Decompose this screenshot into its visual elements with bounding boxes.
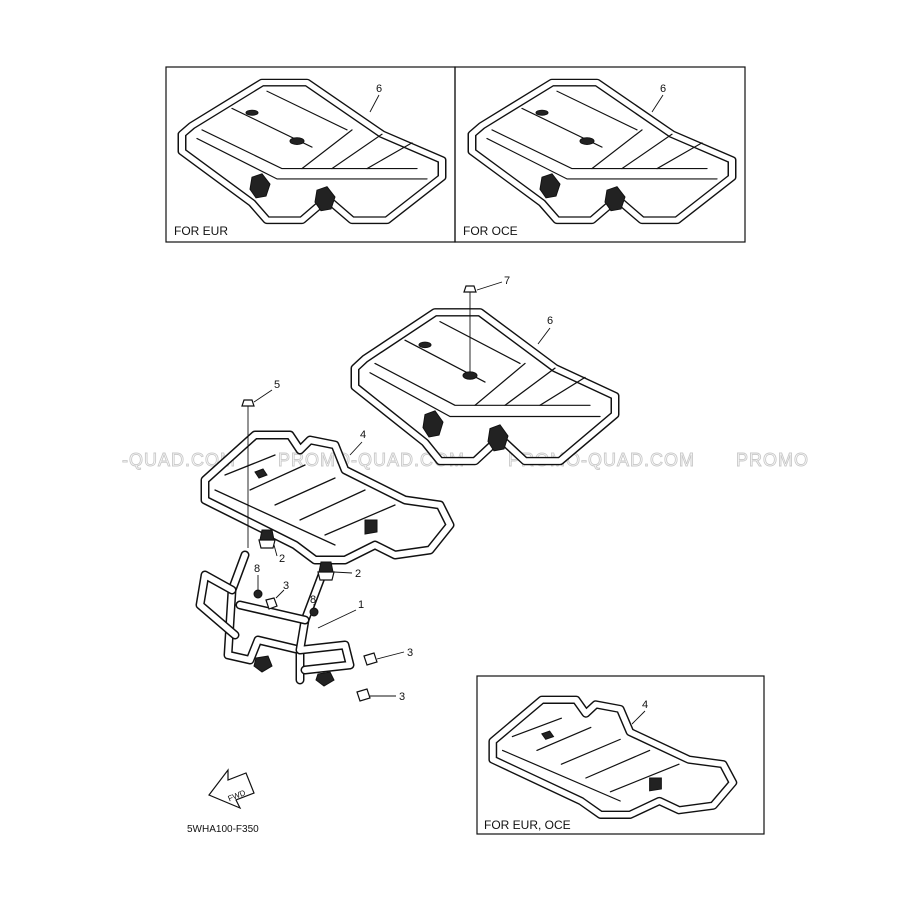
callout-number: 6	[376, 83, 382, 95]
callout-4: 4	[360, 429, 366, 441]
inset-label: FOR OCE	[463, 224, 518, 238]
watermark: -QUAD.COM	[122, 450, 236, 470]
callout-number: 4	[642, 699, 648, 711]
nut-8	[253, 575, 263, 599]
grommet-2	[317, 561, 353, 581]
callout-8: 8	[310, 594, 316, 606]
callout-7: 7	[504, 275, 510, 287]
watermark: PROMO-QUAD.COM	[278, 450, 465, 470]
rear-rack-drawing	[472, 83, 732, 221]
inset-label: FOR EUR	[174, 224, 228, 238]
front-rack-drawing	[493, 700, 733, 815]
inset-for-eur-oce: FOR EUR, OCE 4	[476, 675, 765, 835]
callout-5: 5	[274, 379, 280, 391]
watermark: PROMO	[736, 450, 809, 470]
callout-2: 2	[355, 568, 361, 580]
rear-rack-drawing	[182, 83, 442, 221]
inset-for-eur: FOR EUR 6	[165, 66, 456, 243]
callout-3: 3	[407, 647, 413, 659]
diagram-code: 5WHA100-F350	[187, 824, 259, 835]
bolt-3	[356, 688, 396, 702]
callout-6: 6	[547, 315, 553, 327]
nut-8	[309, 604, 319, 617]
forward-arrow-icon: FWD	[208, 768, 255, 810]
callout-2: 2	[279, 553, 285, 565]
inset-for-oce: FOR OCE 6	[454, 66, 746, 243]
bolt-7	[463, 281, 503, 372]
bolt-3	[265, 589, 285, 610]
callout-3: 3	[283, 580, 289, 592]
callout-8: 8	[254, 563, 260, 575]
inset-label: FOR EUR, OCE	[484, 818, 571, 832]
grommet-2	[258, 529, 278, 557]
rear-rack	[355, 312, 615, 461]
bolt-5	[241, 389, 273, 548]
rack-bracket	[195, 550, 355, 687]
callout-number: 6	[660, 83, 666, 95]
callout-1: 1	[358, 599, 364, 611]
callout-3: 3	[399, 691, 405, 703]
bolt-3	[363, 651, 405, 666]
